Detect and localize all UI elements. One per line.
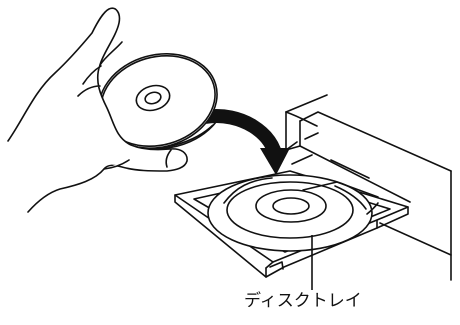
disc-tray: [175, 155, 408, 277]
disc-tray-label: ディスクトレイ: [244, 291, 362, 311]
insert-arrow-icon: [205, 116, 290, 175]
